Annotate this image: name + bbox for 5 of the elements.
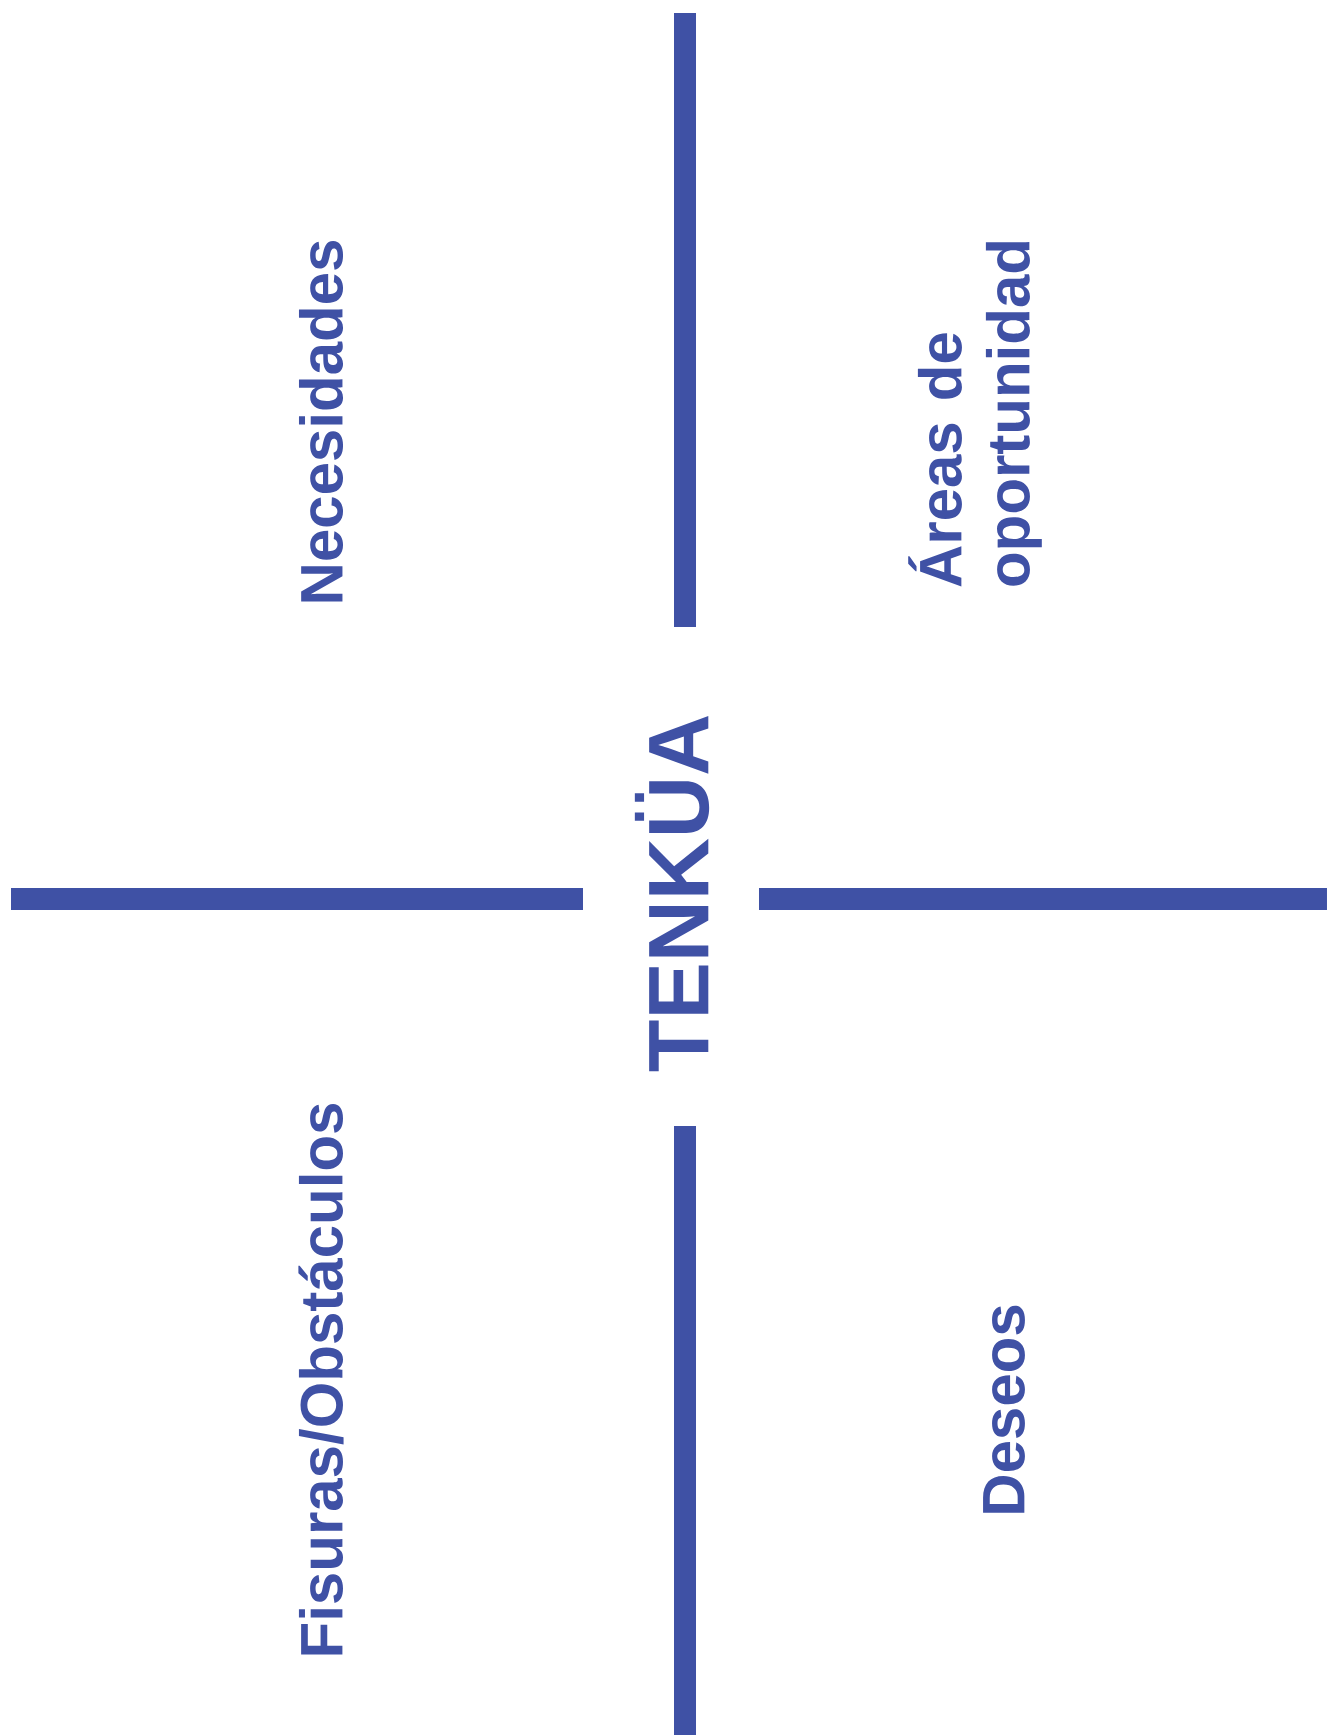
quadrant-label: Fisuras/Obstáculos — [298, 1104, 344, 1655]
quadrant-label: Deseos — [983, 1305, 1025, 1513]
quadrant-label: Áreas de oportunidad — [908, 242, 1042, 587]
quadrant-label: Necesidades — [298, 241, 344, 602]
center-title: TENKÜA — [634, 716, 710, 1072]
